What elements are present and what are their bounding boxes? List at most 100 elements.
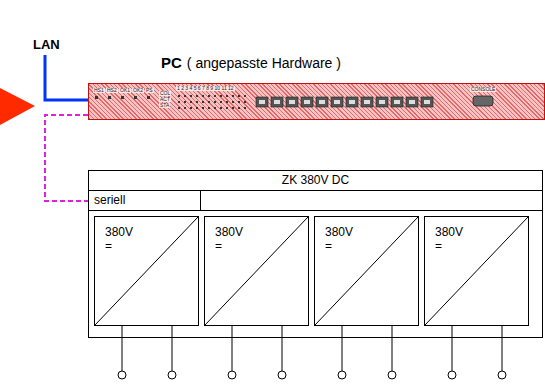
- panel-label: STA: [159, 103, 170, 108]
- port-led: [202, 107, 204, 109]
- ethernet-port: [316, 97, 328, 107]
- port-led: [178, 101, 180, 103]
- port-led: [232, 107, 234, 109]
- voltage-label: 380V: [435, 225, 463, 239]
- port-led: [214, 95, 216, 97]
- device-name: PC: [161, 54, 182, 71]
- terminal-wire: [392, 326, 393, 371]
- panel-label: HS1: [93, 88, 105, 93]
- port-led: [196, 95, 198, 97]
- terminal: [118, 371, 126, 379]
- panel-label: ACT: [159, 97, 171, 102]
- port-led: [184, 101, 186, 103]
- port-led: [184, 95, 186, 97]
- cell-label: seriell: [94, 193, 125, 207]
- port-led: [244, 101, 246, 103]
- port-led: [244, 95, 246, 97]
- port-led: [190, 95, 192, 97]
- terminal-wire: [452, 326, 453, 371]
- status-led: [121, 96, 124, 99]
- header-row: ZK 380V DC: [89, 171, 542, 191]
- ethernet-port: [331, 97, 343, 107]
- port-led: [196, 107, 198, 109]
- converter-box: 380V=: [424, 216, 529, 326]
- voltage-label: 380V: [215, 225, 243, 239]
- serial-cell: seriell: [89, 191, 201, 211]
- terminal-wire: [342, 326, 343, 371]
- diagonal-line: [425, 217, 528, 325]
- box-title: ZK 380V DC: [282, 173, 349, 187]
- port-opening: [409, 100, 415, 104]
- port-opening: [349, 100, 355, 104]
- ethernet-port: [376, 97, 388, 107]
- terminal: [228, 371, 236, 379]
- dc-symbol: =: [105, 239, 112, 253]
- dc-symbol: =: [215, 239, 222, 253]
- port-led: [184, 107, 186, 109]
- ethernet-port: [301, 97, 313, 107]
- ethernet-port: [421, 97, 433, 107]
- terminal-wire: [172, 326, 173, 371]
- port-led: [214, 107, 216, 109]
- ethernet-port: [391, 97, 403, 107]
- port-led: [178, 107, 180, 109]
- terminal: [388, 371, 396, 379]
- terminal: [498, 371, 506, 379]
- ethernet-port: [286, 97, 298, 107]
- port-opening: [379, 100, 385, 104]
- serial-link: [45, 115, 89, 201]
- voltage-label: 380V: [105, 225, 133, 239]
- terminal-wire: [122, 326, 123, 371]
- terminal: [278, 371, 286, 379]
- status-led: [95, 96, 98, 99]
- port-led: [214, 101, 216, 103]
- diagonal-line: [95, 217, 198, 325]
- port-opening: [259, 100, 265, 104]
- port-opening: [289, 100, 295, 104]
- dc-link-box: ZK 380V DCseriell380V=380V=380V=380V=: [88, 170, 543, 338]
- port-led: [220, 95, 222, 97]
- port-led: [226, 101, 228, 103]
- status-led: [108, 96, 111, 99]
- port-led: [220, 107, 222, 109]
- lan-cable: [45, 55, 88, 100]
- port-led: [208, 95, 210, 97]
- port-opening: [364, 100, 370, 104]
- network-label: LAN: [33, 37, 60, 52]
- port-led: [202, 101, 204, 103]
- port-led: [202, 95, 204, 97]
- port-opening: [424, 100, 430, 104]
- port-led: [190, 107, 192, 109]
- ethernet-port: [346, 97, 358, 107]
- dc-symbol: =: [435, 239, 442, 253]
- port-led: [196, 101, 198, 103]
- port-led: [208, 101, 210, 103]
- port-opening: [394, 100, 400, 104]
- panel-label: OK2: [132, 88, 144, 93]
- panel-label: 1 2 3 4 5 6 7 8 9 10 11 12: [176, 86, 235, 91]
- status-led: [147, 96, 150, 99]
- console-port: [473, 96, 493, 106]
- port-led: [232, 95, 234, 97]
- port-led: [244, 107, 246, 109]
- panel-label: COL: [159, 91, 171, 96]
- terminal: [338, 371, 346, 379]
- panel-label: HS2: [106, 88, 118, 93]
- port-opening: [304, 100, 310, 104]
- diagonal-line: [205, 217, 308, 325]
- port-opening: [319, 100, 325, 104]
- converter-box: 380V=: [314, 216, 419, 326]
- port-opening: [274, 100, 280, 104]
- port-led: [208, 107, 210, 109]
- terminal-wire: [502, 326, 503, 371]
- terminal: [168, 371, 176, 379]
- panel-label: CONSOLE: [470, 87, 496, 92]
- port-led: [220, 101, 222, 103]
- terminal: [448, 371, 456, 379]
- panel-label: OK1: [119, 88, 131, 93]
- ethernet-port: [361, 97, 373, 107]
- port-led: [238, 107, 240, 109]
- port-opening: [334, 100, 340, 104]
- port-led: [190, 101, 192, 103]
- ethernet-port: [271, 97, 283, 107]
